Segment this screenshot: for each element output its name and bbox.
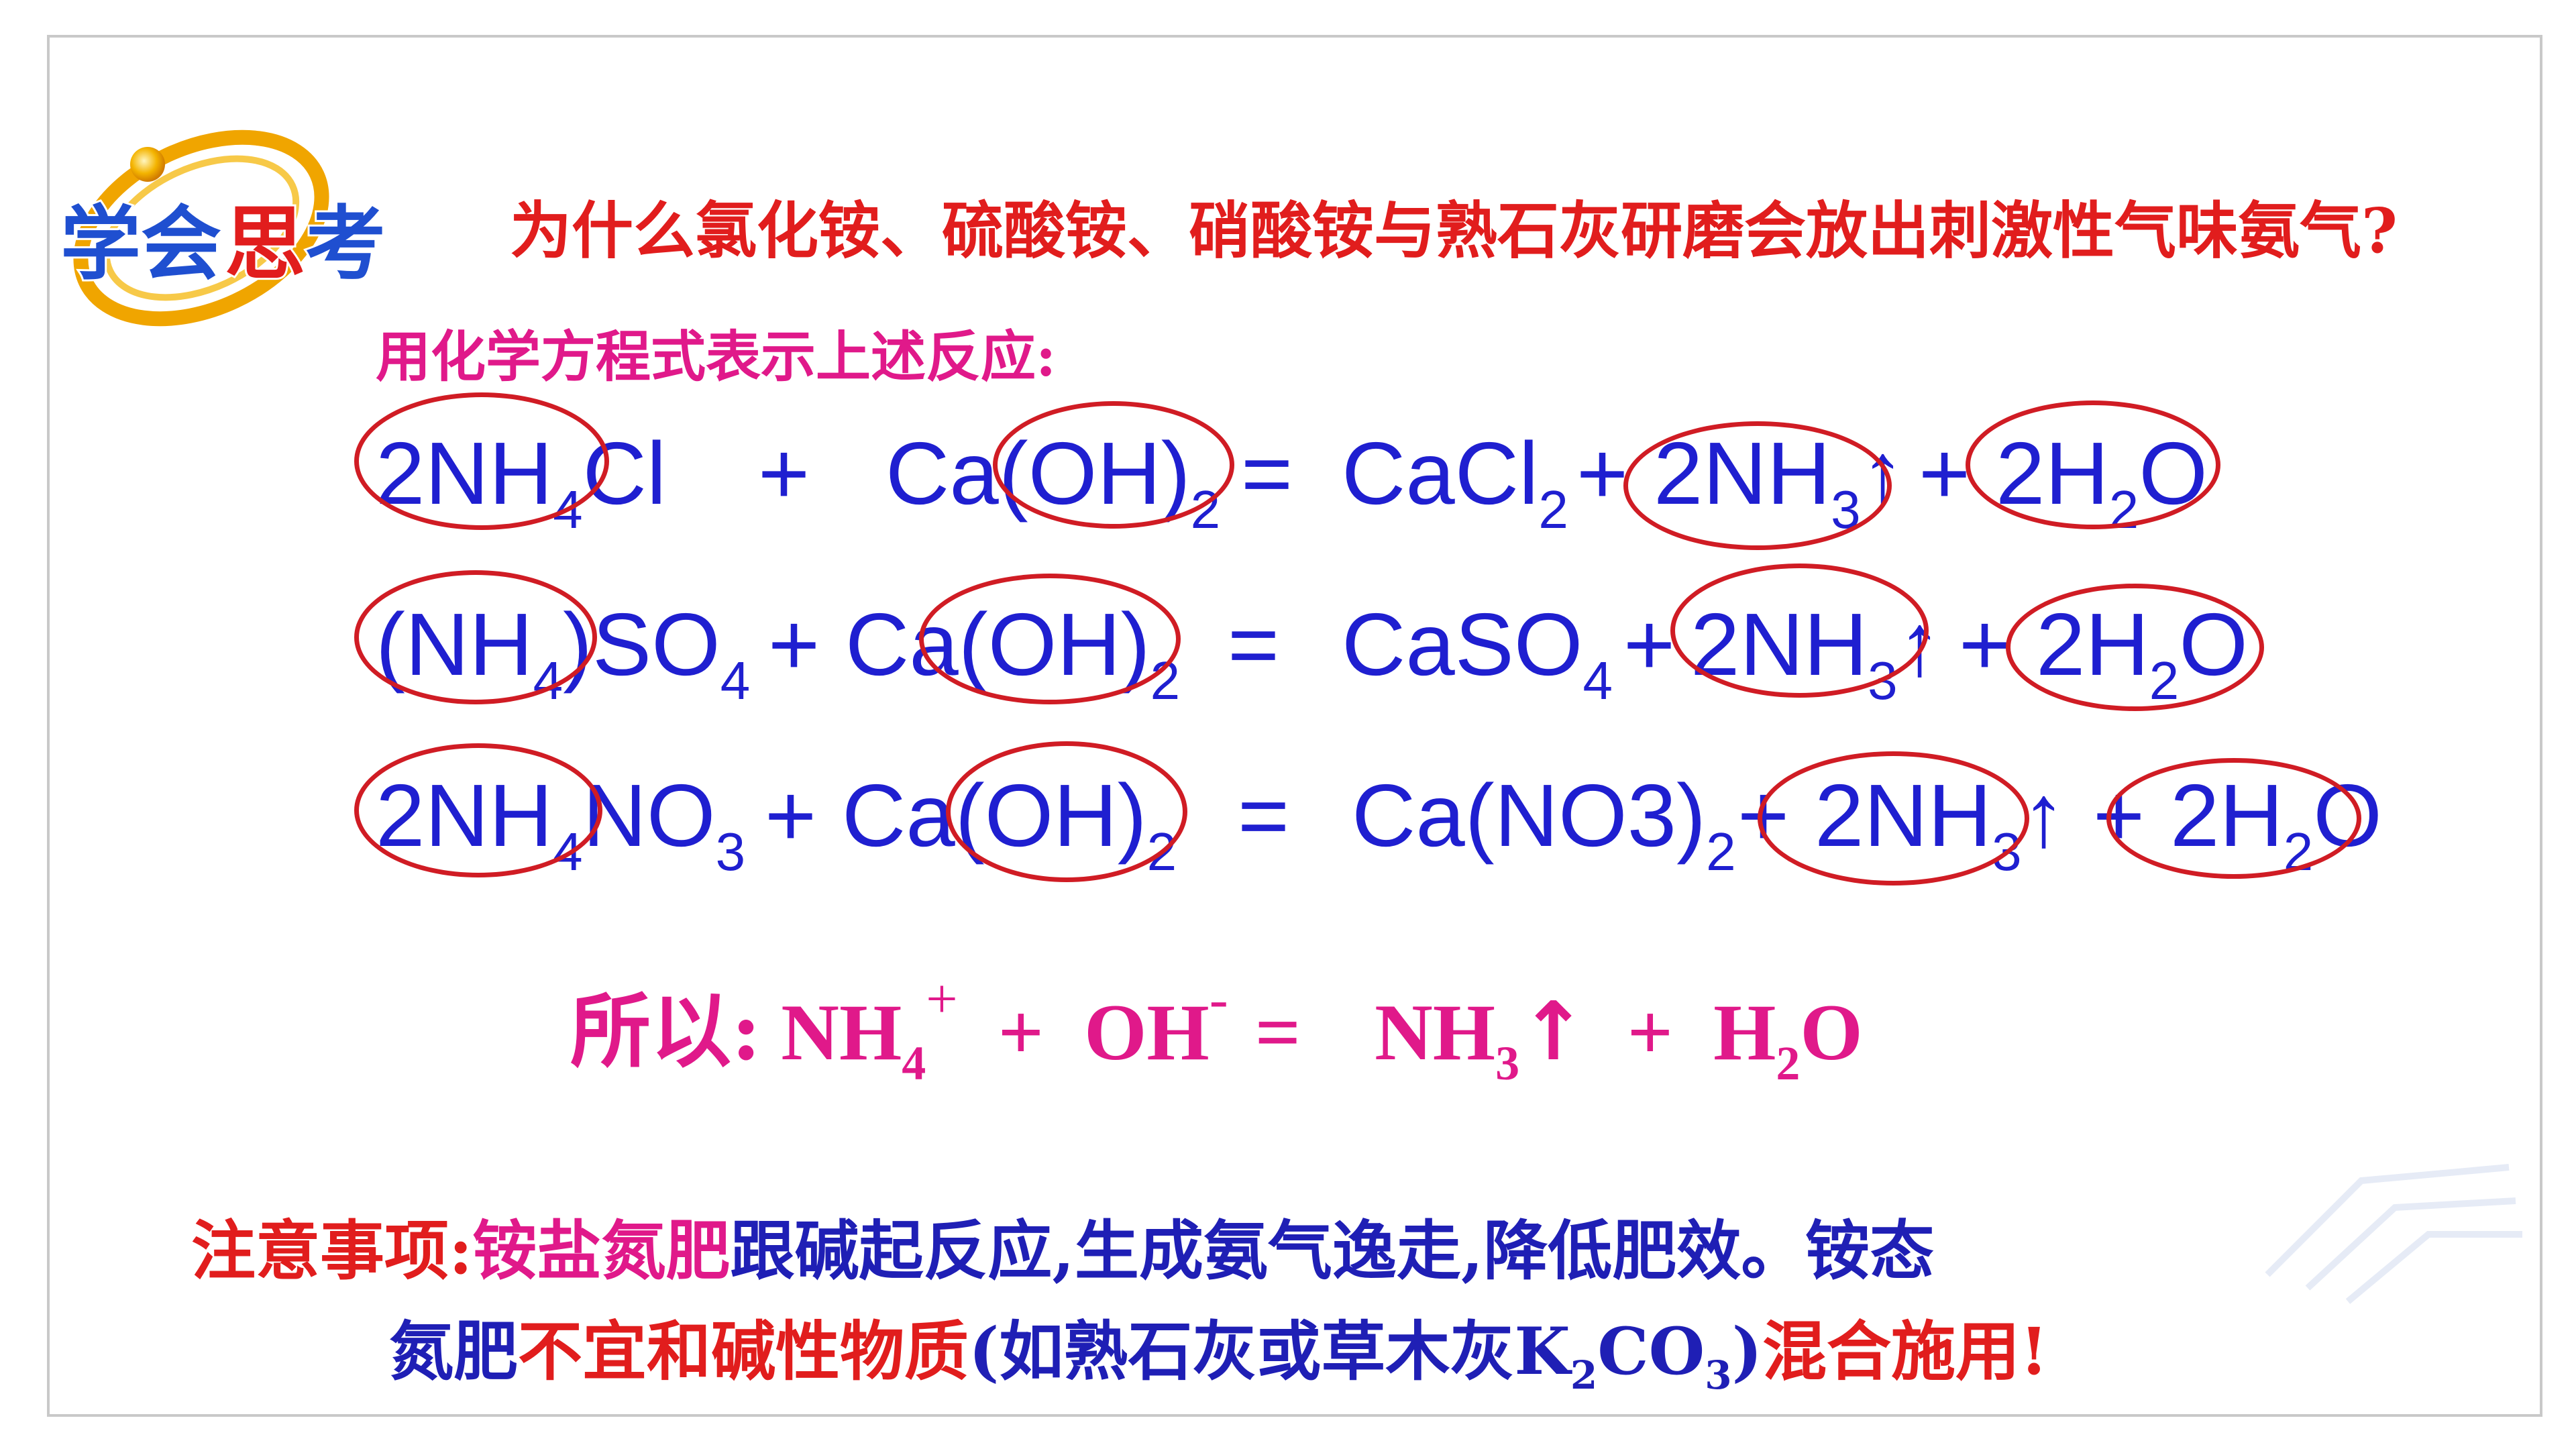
eq1-product1: CaCl2 xyxy=(1342,424,1568,539)
note-paragraph: 注意事项:铵盐氮肥跟碱起反应,生成氨气逸走,降低肥效。铵态 氮肥不宜和碱性物质(… xyxy=(191,1201,2472,1426)
conclusion-equals: = xyxy=(1254,987,1301,1077)
eq3-plus1: + xyxy=(765,766,817,865)
note-part1: 铵盐氮肥 xyxy=(472,1213,731,1289)
eq2-plus3: + xyxy=(1959,595,2011,694)
note-label: 注意事项: xyxy=(191,1213,473,1289)
ion-ammonium: NH4+ xyxy=(781,968,958,1090)
note-line2: 氮肥不宜和碱性物质(如熟石灰或草木灰K2CO3)混合施用! xyxy=(191,1301,2472,1426)
highlight-ring-eq2-nh3 xyxy=(1670,564,1929,698)
note-part4: 不宜和碱性物质 xyxy=(518,1313,969,1389)
ionic-equation: 所以: NH4+ + OH- = NH3↑ + H2O xyxy=(570,966,1863,1091)
eq1-plus3: + xyxy=(1919,424,1971,523)
highlight-ring-eq3-nh3 xyxy=(1758,751,2029,885)
slide-frame xyxy=(47,35,2542,1417)
highlight-ring-eq1-oh xyxy=(993,401,1234,529)
eq2-plus1: + xyxy=(768,595,820,694)
note-part3: 氮肥 xyxy=(389,1313,518,1389)
note-part5: (如熟石灰或草木灰K2CO3) xyxy=(969,1313,1763,1398)
highlight-ring-eq3-h2o xyxy=(2106,758,2361,879)
highlight-ring-eq2-oh xyxy=(919,574,1181,704)
highlight-ring-eq2-h2o xyxy=(2006,584,2264,711)
product-ammonia: NH3↑ xyxy=(1375,985,1587,1090)
question-text: 为什么氯化铵、硫酸铵、硝酸铵与熟石灰研磨会放出刺激性气味氨气? xyxy=(510,195,2398,267)
eq1-equals: = xyxy=(1241,424,1293,523)
highlight-ring-eq1-h2o xyxy=(1966,400,2220,529)
eq2-product1: CaSO4 xyxy=(1342,595,1613,710)
svg-text:考: 考 xyxy=(305,198,386,291)
equation-prompt: 用化学方程式表示上述反应: xyxy=(376,325,1057,389)
eq1-plus2: + xyxy=(1576,424,1629,523)
highlight-ring-eq3-nh4 xyxy=(354,743,602,877)
conclusion-plus2: + xyxy=(1627,987,1674,1077)
eq3-product1: Ca(NO3)2 xyxy=(1352,766,1736,881)
highlight-ring-eq1-nh4 xyxy=(354,392,609,530)
eq2-equals: = xyxy=(1228,595,1280,694)
svg-text:思: 思 xyxy=(225,198,305,291)
svg-text:学会: 学会 xyxy=(60,198,221,291)
note-part6: 混合施用! xyxy=(1762,1313,2049,1389)
eq2-plus2: + xyxy=(1623,595,1676,694)
conclusion-plus1: + xyxy=(998,987,1044,1077)
conclusion-label: 所以: xyxy=(570,984,761,1079)
product-water: H2O xyxy=(1713,987,1863,1090)
eq1-plus1: + xyxy=(758,424,810,523)
note-part2: 跟碱起反应,生成氨气逸走,降低肥效。铵态 xyxy=(730,1213,1935,1289)
highlight-ring-eq2-nh4 xyxy=(354,570,597,704)
ion-hydroxide: OH- xyxy=(1084,968,1228,1077)
highlight-ring-eq1-nh3 xyxy=(1623,421,1892,550)
watermark-graphic xyxy=(2265,1164,2522,1304)
learn-to-think-logo: 学会 思 考 xyxy=(58,129,388,327)
highlight-ring-eq3-oh xyxy=(946,741,1187,882)
eq3-equals: = xyxy=(1238,766,1290,865)
